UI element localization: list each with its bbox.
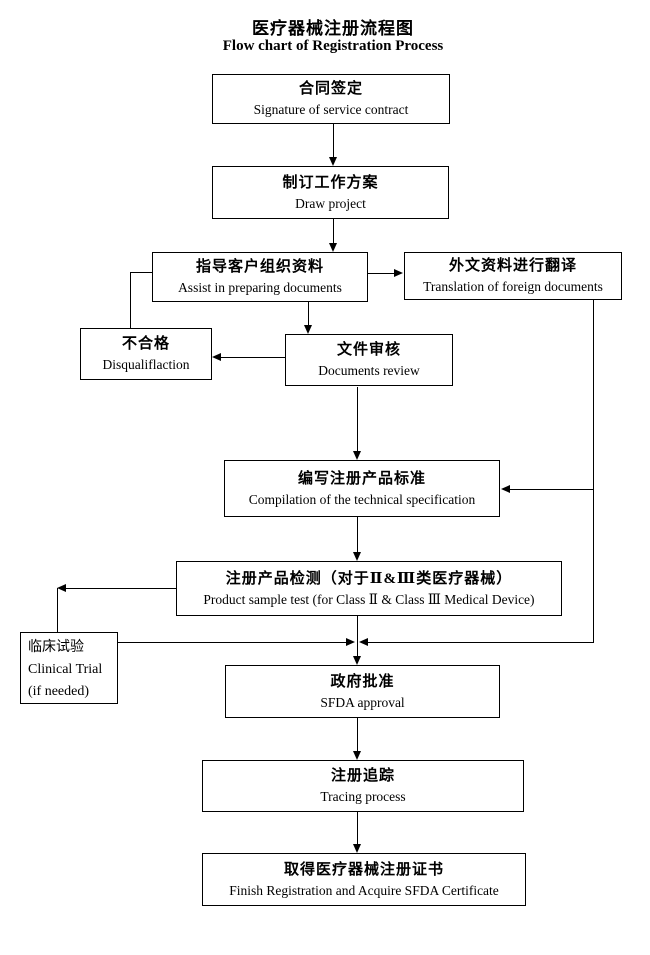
- node-draw-project-label-zh: 制订工作方案: [282, 174, 379, 191]
- node-technical-specification-label-en: Compilation of the technical specificati…: [248, 491, 476, 507]
- connector-test-to-approval: [357, 616, 358, 657]
- arrowhead-left-clinical-icon: [57, 584, 66, 592]
- node-documents-review: 文件审核 Documents review: [285, 334, 453, 386]
- arrowhead-down-review-icon: [304, 325, 312, 334]
- node-documents-review-label-en: Documents review: [318, 363, 420, 378]
- node-assist-documents-label-zh: 指导客户组织资料: [195, 259, 324, 275]
- connector-contract-to-plan: [333, 124, 334, 159]
- node-technical-specification-label-zh: 编写注册产品标准: [297, 470, 426, 487]
- connector-review-to-spec: [357, 387, 358, 452]
- connector-translate-to-spec: [509, 489, 594, 490]
- node-translation-label-zh: 外文资料进行翻译: [448, 258, 577, 274]
- arrowhead-left-disqualified-icon: [212, 353, 221, 361]
- node-certificate: 取得医疗器械注册证书 Finish Registration and Acqui…: [202, 853, 526, 906]
- node-disqualification-label-en: Disqualiflaction: [102, 357, 190, 372]
- node-clinical-trial-label-zh: 临床试验: [28, 640, 84, 655]
- connector-spec-to-test: [357, 517, 358, 553]
- node-product-sample-test-label-zh: 注册产品检测（对于Ⅱ&Ⅲ类医疗器械）: [225, 570, 513, 587]
- node-draw-project-label-en: Draw project: [295, 195, 366, 211]
- arrowhead-down-tracing-icon: [353, 751, 361, 760]
- node-clinical-trial-label-en: Clinical Trial: [28, 662, 103, 677]
- node-tracing-process-label-zh: 注册追踪: [330, 768, 395, 784]
- page-title-en: Flow chart of Registration Process: [222, 38, 444, 54]
- node-sfda-approval-label-zh: 政府批准: [330, 673, 395, 690]
- node-clinical-trial-label-note: (if needed): [28, 684, 90, 699]
- connector-tracing-to-certificate: [357, 812, 358, 845]
- connector-clinical-to-junction: [118, 642, 347, 643]
- connector-translate-rail-v: [593, 300, 594, 643]
- connector-test-to-clinical-v: [57, 588, 58, 632]
- arrowhead-down-approval-icon: [353, 656, 361, 665]
- node-sfda-approval: 政府批准 SFDA approval: [225, 665, 500, 718]
- arrowhead-left-spec-icon: [501, 485, 510, 493]
- node-assist-documents: 指导客户组织资料 Assist in preparing documents: [152, 252, 368, 302]
- node-certificate-label-zh: 取得医疗器械注册证书: [283, 861, 444, 878]
- node-documents-review-label-zh: 文件审核: [336, 342, 401, 358]
- node-translation-label-en: Translation of foreign documents: [423, 279, 603, 294]
- page-title-zh: 医疗器械注册流程图: [252, 19, 414, 38]
- arrowhead-down-spec-icon: [353, 451, 361, 460]
- connector-translate-to-junction: [366, 642, 594, 643]
- arrowhead-right-translate-icon: [394, 269, 403, 277]
- connector-plan-to-assist: [333, 219, 334, 245]
- node-clinical-trial: 临床试验 Clinical Trial (if needed): [20, 632, 118, 704]
- node-contract-signing-label-en: Signature of service contract: [253, 102, 409, 117]
- node-product-sample-test: 注册产品检测（对于Ⅱ&Ⅲ类医疗器械） Product sample test (…: [176, 561, 562, 616]
- connector-test-to-clinical-h: [64, 588, 176, 589]
- node-technical-specification: 编写注册产品标准 Compilation of the technical sp…: [224, 460, 500, 517]
- node-assist-documents-label-en: Assist in preparing documents: [178, 280, 342, 295]
- connector-assist-to-review: [308, 302, 309, 326]
- connector-approval-to-tracing: [357, 718, 358, 752]
- node-disqualification: 不合格 Disqualiflaction: [80, 328, 212, 380]
- node-contract-signing-label-zh: 合同签定: [298, 81, 363, 97]
- arrowhead-left-junction-icon: [359, 638, 368, 646]
- node-product-sample-test-label-en: Product sample test (for Class Ⅱ & Class…: [203, 591, 535, 607]
- node-sfda-approval-label-en: SFDA approval: [320, 694, 405, 710]
- node-translation: 外文资料进行翻译 Translation of foreign document…: [404, 252, 622, 300]
- connector-review-to-disqualified: [219, 357, 285, 358]
- node-contract-signing: 合同签定 Signature of service contract: [212, 74, 450, 124]
- arrowhead-down-assist-icon: [329, 243, 337, 252]
- node-tracing-process-label-en: Tracing process: [320, 789, 406, 804]
- connector-assist-to-disqualified-v: [130, 272, 131, 328]
- node-certificate-label-en: Finish Registration and Acquire SFDA Cer…: [229, 882, 499, 898]
- node-draw-project: 制订工作方案 Draw project: [212, 166, 449, 219]
- arrowhead-down-test-icon: [353, 552, 361, 561]
- arrowhead-down-plan-icon: [329, 157, 337, 166]
- connector-assist-to-disqualified-h: [130, 272, 152, 273]
- arrowhead-right-junction-icon: [346, 638, 355, 646]
- node-tracing-process: 注册追踪 Tracing process: [202, 760, 524, 812]
- node-disqualification-label-zh: 不合格: [121, 336, 170, 352]
- arrowhead-down-certificate-icon: [353, 844, 361, 853]
- connector-assist-to-translate: [368, 273, 395, 274]
